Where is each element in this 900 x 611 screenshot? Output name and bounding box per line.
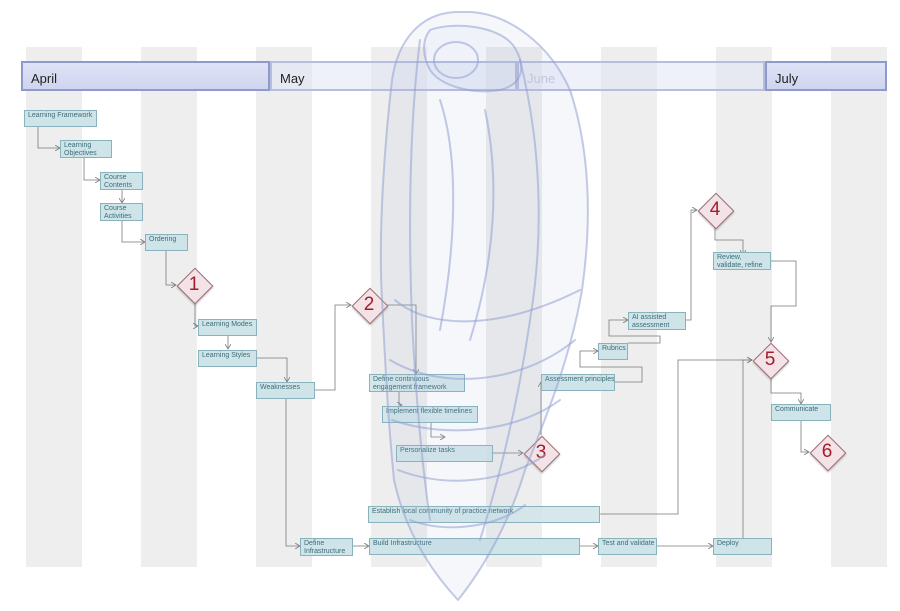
connector <box>770 378 801 404</box>
column-stripe <box>831 47 887 567</box>
connector <box>315 305 351 391</box>
task-define-engagement-framework[interactable]: Define continuous engagement framework <box>369 374 465 392</box>
connector <box>430 422 445 437</box>
milestone-number: 1 <box>188 274 200 295</box>
task-personalize-tasks[interactable]: Personalize tasks <box>396 445 493 462</box>
task-assessment-principles[interactable]: Assessment principles <box>541 374 615 391</box>
month-june: June <box>517 61 765 91</box>
milestone-2[interactable]: 2 <box>351 287 389 325</box>
task-learning-styles[interactable]: Learning Styles <box>198 350 257 367</box>
milestone-6[interactable]: 6 <box>809 434 847 472</box>
column-stripe <box>716 47 772 567</box>
task-define-infrastructure[interactable]: Define Infrastructure <box>300 538 353 556</box>
connector <box>800 421 809 452</box>
milestone-4[interactable]: 4 <box>697 192 735 230</box>
connector <box>83 157 100 180</box>
month-may: May <box>270 61 517 91</box>
task-learning-framework[interactable]: Learning Framework <box>24 110 97 127</box>
milestone-number: 5 <box>764 349 776 370</box>
milestone-number: 2 <box>363 294 375 315</box>
task-communicate[interactable]: Communicate <box>771 404 831 421</box>
task-weaknesses[interactable]: Weaknesses <box>256 382 315 399</box>
connector <box>686 210 697 321</box>
task-course-contents[interactable]: Course Contents <box>100 172 143 190</box>
task-learning-modes[interactable]: Learning Modes <box>198 319 257 336</box>
month-july: July <box>765 61 887 91</box>
column-stripe <box>141 47 197 567</box>
column-stripe <box>601 47 657 567</box>
milestone-5[interactable]: 5 <box>752 342 790 380</box>
connector <box>771 260 797 342</box>
task-build-infrastructure[interactable]: Build Infrastructure <box>369 538 580 555</box>
column-stripe <box>486 47 542 567</box>
task-rubrics[interactable]: Rubrics <box>598 343 628 360</box>
milestone-3[interactable]: 3 <box>523 435 561 473</box>
task-course-activities[interactable]: Course Activities <box>100 203 143 221</box>
task-ordering[interactable]: Ordering <box>145 234 188 251</box>
task-local-community-network[interactable]: Establish local community of practice ne… <box>368 506 600 523</box>
milestone-number: 4 <box>709 199 721 220</box>
task-deploy[interactable]: Deploy <box>713 538 772 555</box>
task-test-and-validate[interactable]: Test and validate <box>598 538 657 555</box>
task-review-validate-refine[interactable]: Review, validate, refine <box>713 252 771 270</box>
month-april: April <box>21 61 270 91</box>
milestone-1[interactable]: 1 <box>176 267 214 305</box>
task-learning-objectives[interactable]: Learning Objectives <box>60 140 112 158</box>
milestone-number: 3 <box>535 442 547 463</box>
task-ai-assisted-assessment[interactable]: AI assisted assessment <box>628 312 686 330</box>
column-stripe <box>256 47 312 567</box>
milestone-number: 6 <box>821 441 833 462</box>
task-implement-flexible-timelines[interactable]: Implement flexible timelines <box>382 406 478 423</box>
